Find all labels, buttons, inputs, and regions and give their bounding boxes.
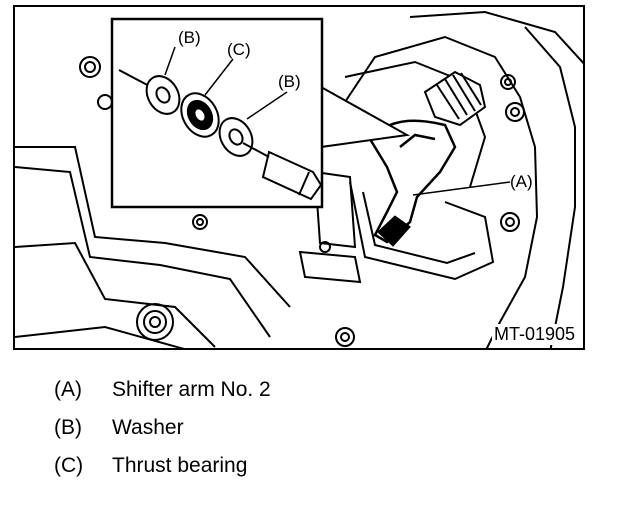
rail-block	[313, 170, 357, 249]
boss-left	[97, 94, 113, 110]
callout-a: (A)	[510, 172, 533, 191]
legend-code: (B)	[54, 416, 82, 439]
legend: (A) Shifter arm No. 2 (B) Washer (C) Thr…	[54, 378, 554, 492]
legend-text: Shifter arm No. 2	[112, 378, 271, 401]
case-inner-line	[15, 166, 271, 338]
case-outline-lower	[15, 241, 216, 348]
callout-leader-a	[412, 181, 511, 196]
legend-text: Washer	[112, 416, 184, 439]
leader-c	[204, 58, 234, 96]
legend-item: (B) Washer	[54, 416, 554, 454]
callout-b-right: (B)	[278, 72, 301, 91]
boss-bottom	[335, 327, 355, 347]
legend-text: Thrust bearing	[112, 454, 248, 477]
figure-id: MT-01905	[491, 324, 577, 345]
case-right-outer	[409, 10, 583, 65]
legend-item: (A) Shifter arm No. 2	[54, 378, 554, 416]
boss-upper-left	[79, 56, 101, 78]
shifter-channel	[349, 181, 495, 281]
inset-pointer	[320, 86, 411, 148]
case-right-flange	[524, 26, 576, 348]
leader-b-right	[246, 91, 288, 120]
boss-right	[505, 102, 525, 122]
bolt-small	[319, 241, 331, 253]
figure-frame: (A) (B) (C) (B) MT-01905	[13, 5, 585, 350]
case-bottom-edge	[15, 325, 185, 348]
inset-parts	[118, 46, 323, 201]
boss-upper-left-inner	[84, 61, 96, 73]
shifter-arm	[368, 119, 457, 247]
shaft	[261, 150, 323, 201]
boss-right-lower-inner	[505, 217, 515, 227]
shifter-channel-inner	[362, 191, 476, 265]
shifter-knurl	[423, 70, 487, 127]
boss-lower-left	[136, 303, 174, 341]
legend-item: (C) Thrust bearing	[54, 454, 554, 492]
boss-mid-left	[192, 214, 208, 230]
case-right-body	[344, 35, 539, 348]
boss-bottom-inner	[340, 332, 350, 342]
boss-right-inner	[510, 107, 520, 117]
legend-code: (C)	[54, 454, 84, 477]
transmission-drawing: (A) (B) (C) (B)	[15, 10, 583, 348]
case-outline-left	[15, 146, 291, 308]
legend-code: (A)	[54, 378, 82, 401]
hole-right-upper-inner	[504, 78, 512, 86]
boss-lower-left-inner	[143, 310, 167, 334]
boss-right-lower	[500, 212, 520, 232]
boss-lower-left-core	[149, 316, 161, 328]
gear-block	[298, 250, 362, 284]
leader-b-top	[164, 46, 176, 76]
boss-mid-left-inner	[196, 218, 204, 226]
callout-b-top: (B)	[178, 28, 201, 47]
callout-c: (C)	[227, 40, 251, 59]
hole-right-upper	[500, 74, 516, 90]
